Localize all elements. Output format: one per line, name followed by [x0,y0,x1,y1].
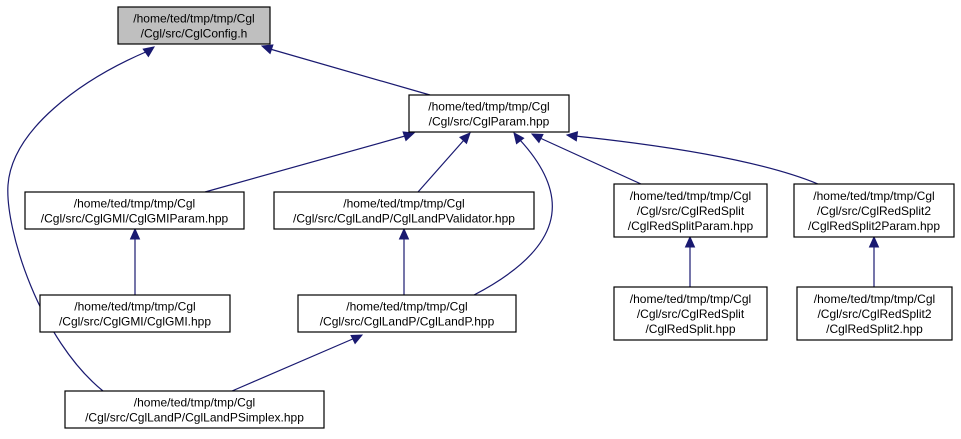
node-box [796,286,953,341]
node-cglredsplit2[interactable]: /home/ted/tmp/tmp/Cgl/Cgl/src/CglRedSpli… [796,286,953,341]
node-label-line: /home/ted/tmp/tmp/Cgl [343,197,464,211]
edge-arrowhead [459,132,471,145]
edge-cgllandpvalidator-to-cglparam [417,132,471,193]
edge-arrowhead [530,133,544,144]
edge-line [574,135,819,185]
edge-arrowhead [402,131,416,142]
edge-cglgmi-to-cglgmiparam [129,227,141,295]
node-cglgmiparam[interactable]: /home/ted/tmp/tmp/Cgl/Cgl/src/CglGMI/Cgl… [24,191,245,230]
node-label-line: /Cgl/src/CglLandP/CglLandPSimplex.hpp [85,411,304,425]
node-label-line: /home/ted/tmp/tmp/Cgl [133,12,254,26]
edge-cglredsplitparam-to-cglparam [530,133,642,185]
node-label-line: /CglRedSplit2.hpp [826,322,923,336]
edge-arrowhead [129,227,141,240]
node-label-line: /CglRedSplitParam.hpp [628,219,754,233]
node-box [24,191,245,230]
edge-arrowhead [684,235,696,248]
node-label-line: /home/ted/tmp/tmp/Cgl [74,300,195,314]
node-cglconfig[interactable]: /home/ted/tmp/tmp/Cgl/Cgl/src/CglConfig.… [117,6,271,45]
edge-arrowhead [565,131,579,142]
node-cglredsplit[interactable]: /home/ted/tmp/tmp/Cgl/Cgl/src/CglRedSpli… [613,286,768,341]
node-label-line: /Cgl/src/CglLandP/CglLandP.hpp [320,315,495,329]
node-box [793,183,955,238]
node-box [273,191,535,230]
edge-arrowhead [513,132,525,145]
node-label-line: /Cgl/src/CglParam.hpp [429,115,550,129]
node-label-line: /Cgl/src/CglRedSplit2 [817,204,931,218]
edge-cgllandp-to-cglparam [473,132,553,296]
edge-cglredsplit2-to-cglredsplit2param [868,235,880,287]
edge-cglgmiparam-to-cglparam [204,131,416,193]
node-label-line: /Cgl/src/CglConfig.h [141,27,248,41]
edge-cglredsplit-to-cglredsplitparam [684,235,696,287]
node-label-line: /home/ted/tmp/tmp/Cgl [346,300,467,314]
edge-arrowhead [142,46,155,58]
node-label-line: /Cgl/src/CglRedSplit [637,204,745,218]
edge-line [417,139,465,193]
edge-arrowhead [260,44,274,55]
node-box [613,286,768,341]
node-label-line: /home/ted/tmp/tmp/Cgl [134,396,255,410]
node-cglredsplit2param[interactable]: /home/ted/tmp/tmp/Cgl/Cgl/src/CglRedSpli… [793,183,955,238]
edge-cgllandpsimplex-to-cgllandp [231,334,364,392]
edge-line [539,137,642,185]
node-label-line: /home/ted/tmp/tmp/Cgl [813,189,934,203]
node-label-line: /home/ted/tmp/tmp/Cgl [630,292,751,306]
edge-cglparam-to-cglconfig [260,44,431,96]
edge-arrowhead [398,227,410,240]
node-label-line: /home/ted/tmp/tmp/Cgl [630,189,751,203]
node-box [39,294,231,333]
edge-cgllandp-to-cgllandpvalidator [398,227,410,295]
node-label-line: /home/ted/tmp/tmp/Cgl [74,197,195,211]
node-box [64,390,325,429]
edge-arrowhead [868,235,880,248]
node-cglgmi[interactable]: /home/ted/tmp/tmp/Cgl/Cgl/src/CglGMI/Cgl… [39,294,231,333]
edges-layer [7,44,880,392]
node-box [613,183,768,238]
node-cgllandpvalidator[interactable]: /home/ted/tmp/tmp/Cgl/Cgl/src/CglLandP/C… [273,191,535,230]
node-box [408,94,570,133]
node-cglparam[interactable]: /home/ted/tmp/tmp/Cgl/Cgl/src/CglParam.h… [408,94,570,133]
node-label-line: /Cgl/src/CglGMI/CglGMIParam.hpp [41,212,229,226]
edge-line [269,48,431,96]
node-label-line: /home/ted/tmp/tmp/Cgl [428,100,549,114]
node-cgllandpsimplex[interactable]: /home/ted/tmp/tmp/Cgl/Cgl/src/CglLandP/C… [64,390,325,429]
node-box [297,294,517,333]
edge-line [473,139,553,296]
edge-line [204,135,406,193]
node-label-line: /CglRedSplit.hpp [645,322,735,336]
node-label-line: /home/ted/tmp/tmp/Cgl [814,292,935,306]
edge-line [231,337,356,392]
node-label-line: /Cgl/src/CglLandP/CglLandPValidator.hpp [293,212,515,226]
node-cglredsplitparam[interactable]: /home/ted/tmp/tmp/Cgl/Cgl/src/CglRedSpli… [613,183,768,238]
node-box [117,6,271,45]
node-label-line: /Cgl/src/CglRedSplit2 [817,307,931,321]
edge-cglredsplit2param-to-cglparam [565,131,819,185]
node-label-line: /Cgl/src/CglRedSplit [637,307,745,321]
node-label-line: /Cgl/src/CglGMI/CglGMI.hpp [59,315,211,329]
edge-arrowhead [350,334,364,345]
node-label-line: /CglRedSplit2Param.hpp [808,219,940,233]
node-cgllandp[interactable]: /home/ted/tmp/tmp/Cgl/Cgl/src/CglLandP/C… [297,294,517,333]
nodes-layer: /home/ted/tmp/tmp/Cgl/Cgl/src/CglConfig.… [24,6,955,429]
